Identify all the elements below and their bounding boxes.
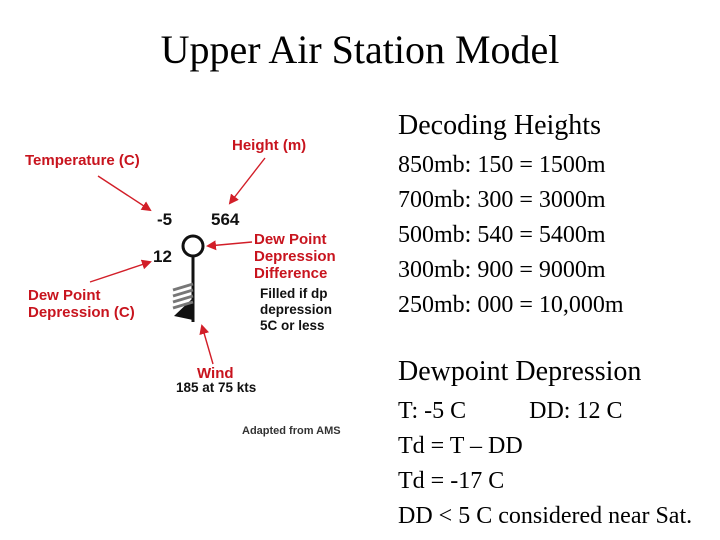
- wind-label: Wind: [197, 365, 234, 382]
- filled-note-1: Filled if dp: [260, 286, 328, 301]
- wind-barb-1: [172, 282, 194, 292]
- height-value: 564: [211, 210, 240, 229]
- wind-value-label: 185 at 75 kts: [176, 380, 256, 395]
- height-label: Height (m): [232, 137, 306, 154]
- station-symbol: [172, 234, 205, 322]
- height-row-250: 250mb: 000 = 10,000m: [398, 292, 624, 318]
- temperature-value: -5: [157, 210, 172, 229]
- saturation-note-row: DD < 5 C considered near Sat.: [398, 503, 693, 529]
- t-dd-row: T: -5 C DD: 12 C: [398, 394, 708, 429]
- wind-barb-3: [172, 294, 194, 304]
- slide-title: Upper Air Station Model: [160, 27, 560, 72]
- dewpoint-depression-heading: Dewpoint Depression: [398, 356, 642, 387]
- dew-point-diff-label-3: Difference: [254, 265, 327, 282]
- height-row-850: 850mb: 150 = 1500m: [398, 152, 606, 178]
- dew-point-c-label-1: Dew Point: [28, 287, 101, 304]
- dd-value-text: DD: 12 C: [529, 398, 623, 424]
- height-row-700: 700mb: 300 = 3000m: [398, 187, 606, 213]
- decoding-heights-heading: Decoding Heights: [398, 110, 601, 141]
- dew-point-diff-label-1: Dew Point: [254, 231, 327, 248]
- dew-point-c-arrow: [89, 259, 152, 283]
- wind-barb-2: [172, 288, 194, 298]
- station-circle: [181, 234, 205, 258]
- height-row-300: 300mb: 900 = 9000m: [398, 257, 606, 283]
- wind-arrow: [199, 324, 214, 365]
- temperature-label: Temperature (C): [25, 152, 140, 169]
- dew-point-diff-arrow: [206, 240, 253, 251]
- filled-note-3: 5C or less: [260, 318, 325, 333]
- td-result-row: Td = -17 C: [398, 468, 505, 494]
- dew-point-c-label-2: Depression (C): [28, 304, 135, 321]
- t-value-text: T: -5 C: [398, 398, 467, 424]
- wind-barb-4: [172, 300, 194, 310]
- filled-note-2: depression: [260, 302, 332, 317]
- station-model-diagram: Temperature (C) Height (m) Dew Point Dep…: [25, 137, 341, 437]
- temperature-arrow: [97, 175, 152, 212]
- dew-point-diff-label-2: Depression: [254, 248, 336, 265]
- credit-label: Adapted from AMS: [242, 425, 341, 437]
- td-formula-row: Td = T – DD: [398, 433, 523, 459]
- height-arrow: [228, 157, 266, 205]
- dewpoint-depression-value: 12: [153, 247, 172, 266]
- height-row-500: 500mb: 540 = 5400m: [398, 222, 606, 248]
- decoding-panel: Decoding Heights 850mb: 150 = 1500m 700m…: [398, 108, 708, 534]
